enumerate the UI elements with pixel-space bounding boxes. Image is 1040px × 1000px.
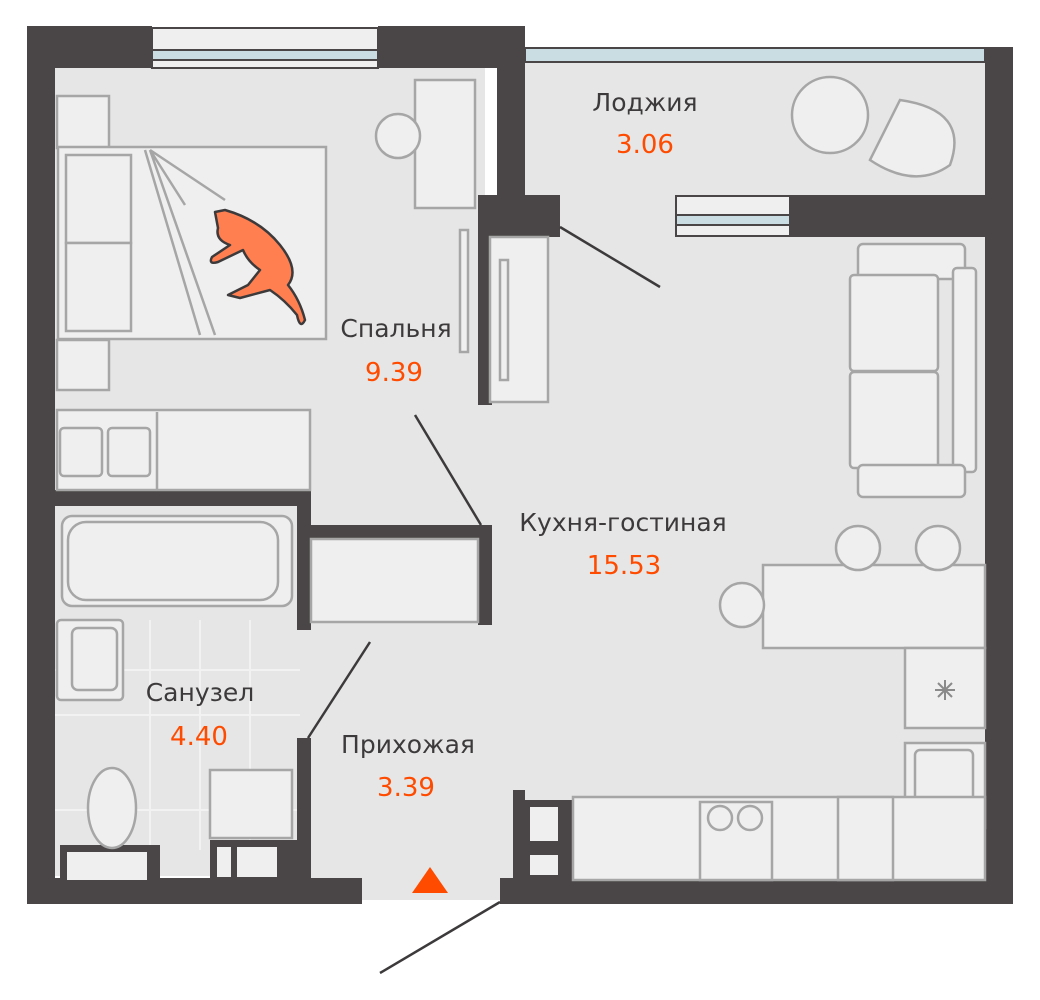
room-label-bedroom: Спальня — [340, 314, 452, 343]
room-area-loggia: 3.06 — [616, 130, 674, 160]
freezer-icon — [935, 680, 955, 700]
door-swings — [306, 225, 661, 975]
room-label-bathroom: Санузел — [145, 678, 255, 707]
entrance-triangle-icon — [412, 867, 448, 893]
window-loggia — [524, 47, 986, 63]
room-area-bedroom: 9.39 — [365, 358, 423, 388]
room-label-hallway: Прихожая — [341, 730, 475, 759]
room-label-loggia: Лоджия — [592, 88, 698, 117]
walls — [27, 26, 1013, 904]
room-area-kitchen-living: 15.53 — [586, 551, 662, 581]
room-label-kitchen-living: Кухня-гостиная — [519, 508, 727, 537]
furniture — [55, 75, 987, 882]
window-living — [675, 195, 791, 237]
room-area-bathroom: 4.40 — [170, 722, 228, 752]
wall-niches — [67, 807, 558, 880]
cat-icon — [209, 208, 307, 326]
room-area-hallway: 3.39 — [377, 773, 435, 803]
window-bedroom — [151, 27, 379, 69]
